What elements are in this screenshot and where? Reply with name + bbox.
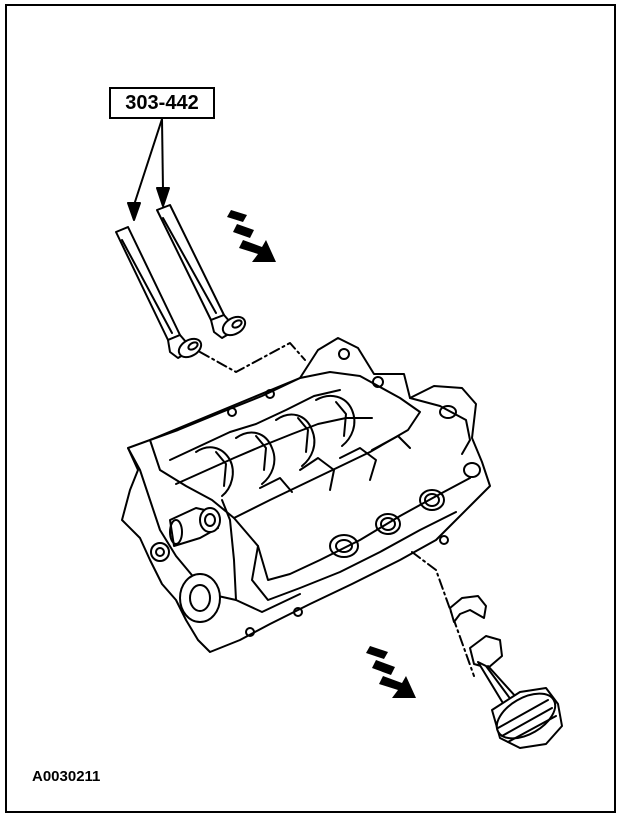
direction-arrow-icon: [366, 646, 416, 698]
tool-number-label: 303-442: [109, 87, 215, 119]
figure-frame: [5, 4, 616, 813]
piston-rod-icon: [469, 635, 563, 749]
leader-lines: [127, 118, 170, 221]
guide-bolt-icon: [156, 204, 247, 339]
engine-block-icon: [121, 337, 491, 653]
alignment-line: [199, 342, 306, 373]
rod-cap-icon: [449, 595, 487, 623]
guide-bolt-icon: [115, 226, 203, 359]
direction-arrow-icon: [227, 210, 276, 262]
alignment-line: [411, 551, 475, 677]
figure-id: A0030211: [32, 768, 101, 785]
